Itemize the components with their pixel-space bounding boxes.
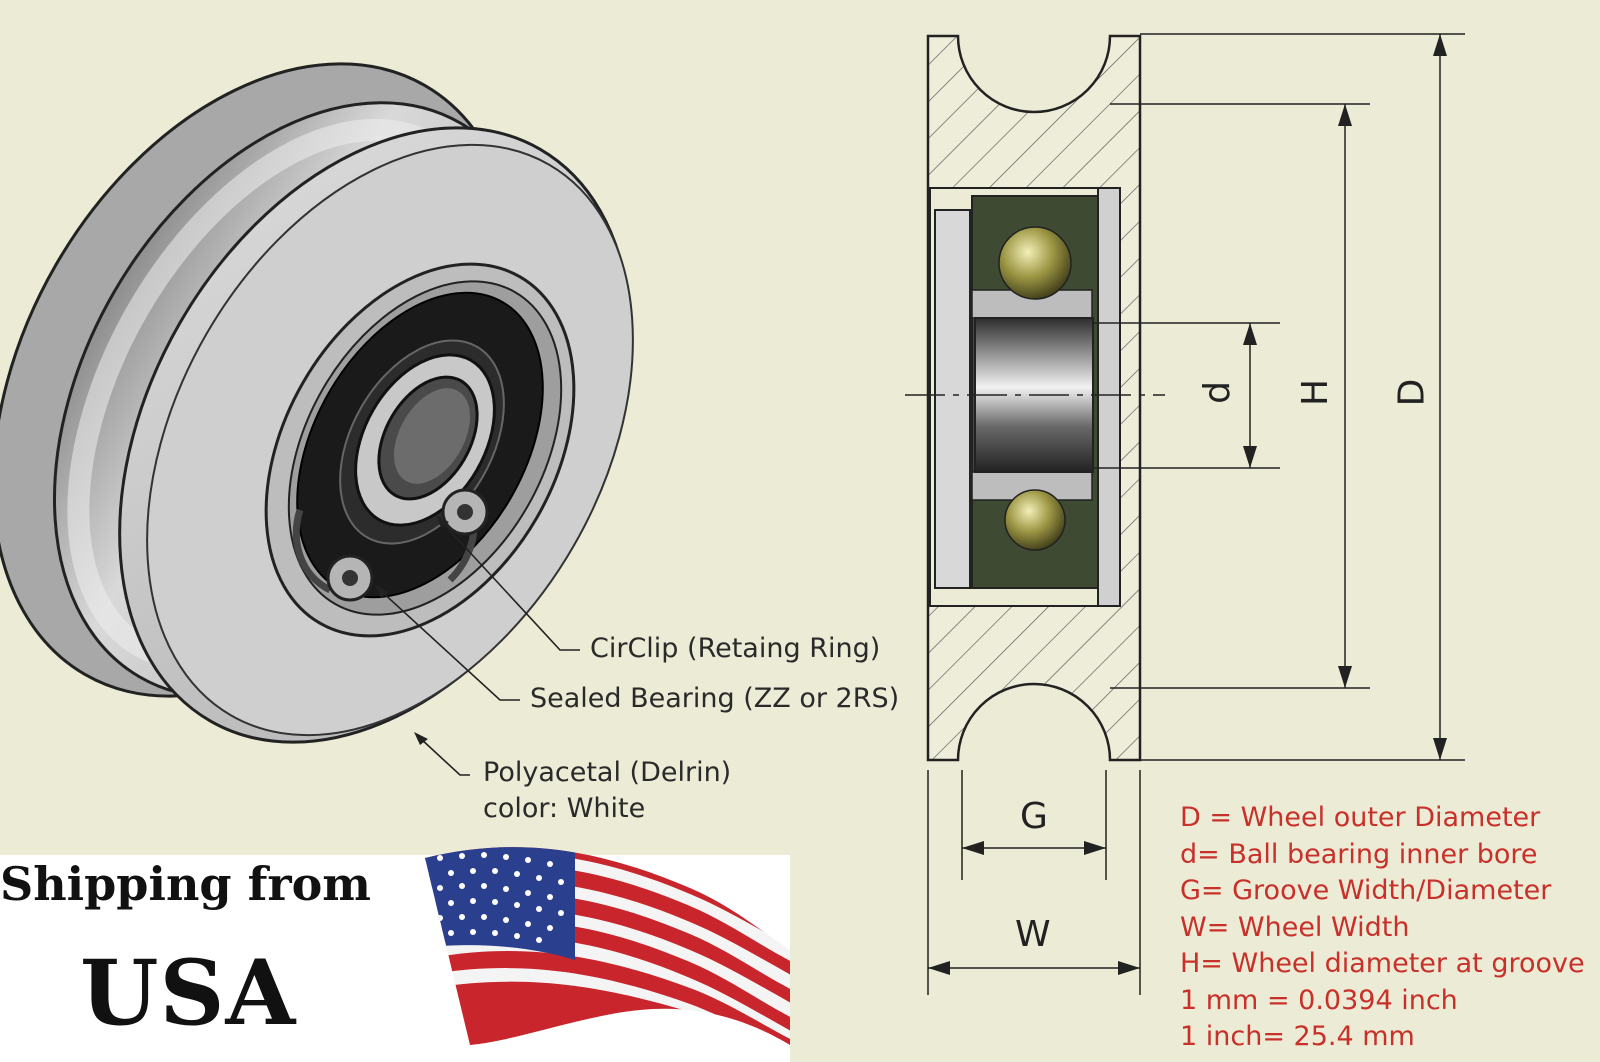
dim-label-D: D [1391, 378, 1433, 407]
us-flag-icon [422, 847, 790, 1062]
dim-label-G: G [1020, 796, 1048, 837]
shipping-panel [0, 855, 422, 1062]
dim-label-H: H [1295, 378, 1337, 407]
dimension-legend: D = Wheel outer Diameter d= Ball bearing… [1180, 800, 1585, 1056]
material-label: Polyacetal (Delrin) [483, 757, 732, 788]
shipping-from-text: Shipping from [0, 857, 371, 911]
cross-section-drawing [905, 34, 1165, 762]
wheel-3d-illustration [0, 62, 634, 744]
bearing-label: Sealed Bearing (ZZ or 2RS) [530, 683, 900, 714]
legend-item: G= Groove Width/Diameter [1180, 875, 1552, 906]
legend-item: 1 mm = 0.0394 inch [1180, 984, 1458, 1016]
legend-item: 1 inch= 25.4 mm [1180, 1021, 1415, 1052]
legend-item: D = Wheel outer Diameter [1180, 802, 1541, 833]
color-label: color: White [483, 793, 646, 824]
legend-item: W= Wheel Width [1180, 911, 1410, 943]
leader-arrowheads [375, 515, 449, 745]
legend-item: H= Wheel diameter at groove [1180, 948, 1585, 979]
dim-label-d: d [1196, 381, 1238, 404]
shipping-country-text: USA [80, 940, 297, 1046]
circlip-label: CirClip (Retaing Ring) [590, 633, 881, 664]
leader-lines [379, 519, 580, 776]
dim-label-W: W [1015, 914, 1051, 955]
dimension-lines [927, 33, 1465, 995]
legend-item: d= Ball bearing inner bore [1180, 838, 1538, 870]
